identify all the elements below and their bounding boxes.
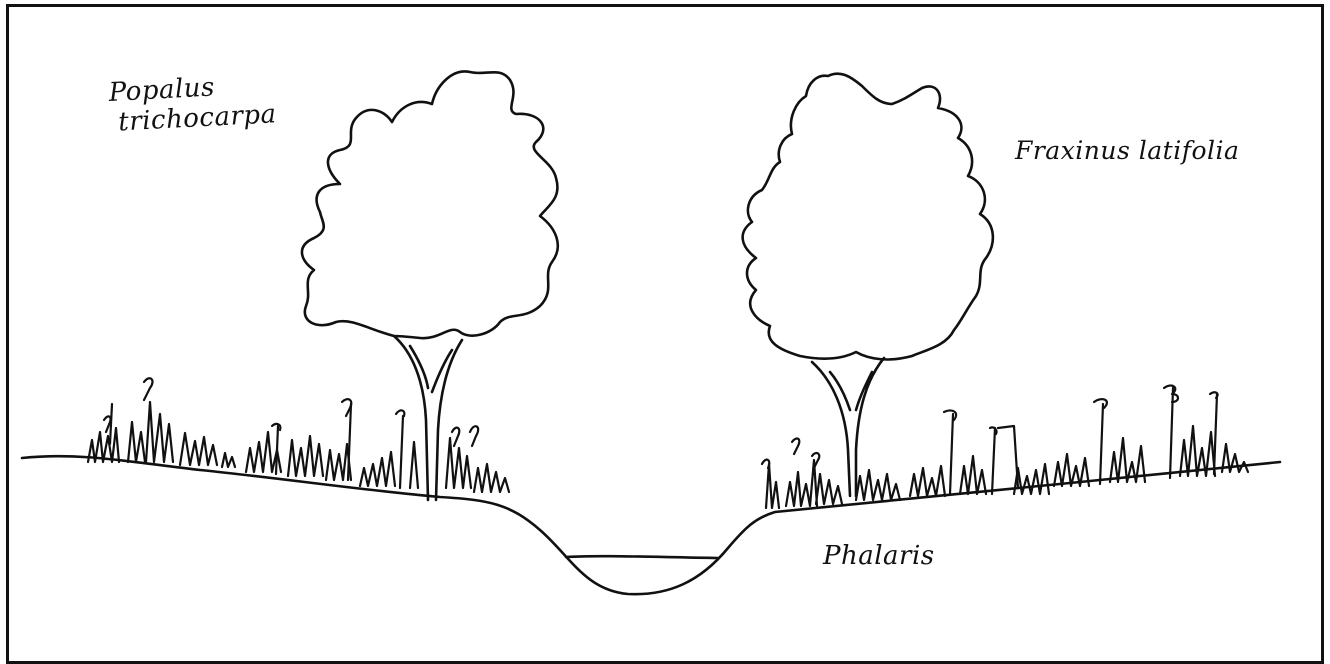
water-surface — [566, 556, 718, 558]
label-phalaris: Phalaris — [823, 541, 935, 571]
left-tree-trunk — [394, 336, 462, 500]
label-populus-trichocarpa: Popalus trichocarpa — [108, 69, 277, 138]
right-tree-trunk — [812, 358, 884, 496]
label-fraxinus-latifolia: Fraxinus latifolia — [1015, 136, 1239, 166]
left-grass — [88, 378, 509, 492]
right-tree-canopy — [743, 74, 993, 360]
left-tree-canopy — [302, 71, 558, 338]
ground-line — [22, 456, 1280, 594]
